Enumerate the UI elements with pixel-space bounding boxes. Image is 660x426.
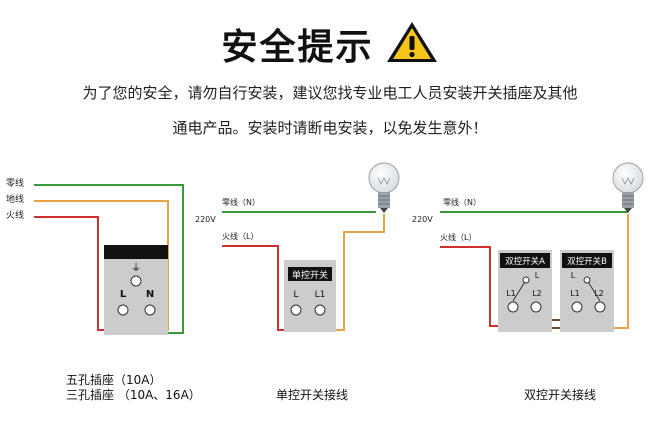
single-bulb-icon [368, 162, 400, 213]
socket-ground-label: 地线 [6, 193, 24, 205]
page-title: 安全提示 [221, 27, 374, 68]
socket-terminal-n [144, 304, 156, 316]
title-row: 安全提示 [0, 18, 660, 70]
single-neutral-label: 零线（N） [222, 197, 260, 207]
socket-terminal-l [117, 304, 129, 316]
switch-b-terminal-l-label: L [571, 271, 576, 280]
switch-b-label-bg [562, 253, 612, 268]
switch-a-terminal-l-label: L [535, 271, 540, 280]
single-terminal-l [290, 304, 302, 316]
single-terminal-l-label: L [293, 290, 298, 300]
socket-caption-2: 三孔插座 （10A、16A） [66, 388, 201, 402]
switch-b-contact-lever [586, 279, 601, 302]
socket-box [104, 245, 168, 335]
single-switch-caption: 单控开关接线 [276, 388, 349, 402]
single-terminal-l1 [314, 304, 326, 316]
double-bulb-icon [612, 162, 644, 213]
switch-a-label: 双控开关A [505, 256, 545, 267]
switch-a-contact-lever [512, 279, 527, 302]
socket-terminal-n-label: N [146, 289, 154, 300]
switch-b-terminal-l1 [571, 301, 583, 313]
switch-a-terminal-l2-label: L2 [532, 289, 542, 298]
double-neutral-label: 零线（N） [443, 197, 481, 207]
single-voltage-label: 220V [195, 215, 216, 224]
single-switch-label-bg [288, 267, 332, 281]
switch-b-label: 双控开关B [567, 256, 607, 267]
socket-ground-terminal [130, 275, 142, 287]
switch-b-terminal-l2-label: L2 [594, 289, 604, 298]
switch-a-terminal-l1 [507, 301, 519, 313]
single-switch-diagram: 零线（N） 220V 火线（L） 单控开关 L L1 [195, 162, 400, 332]
switch-b-terminal-l1-label: L1 [570, 289, 580, 298]
switch-b-terminal-l2 [594, 301, 606, 313]
switch-b-pivot [583, 276, 591, 284]
switch-a-label-bg [500, 253, 550, 268]
socket-caption-1: 五孔插座（10A） [66, 373, 162, 387]
warning-triangle-icon [385, 19, 439, 69]
socket-live-label: 火线 [6, 209, 24, 221]
safety-notice-line-1: 为了您的安全，请勿自行安装，建议您找专业电工人员安装开关插座及其他 [82, 84, 578, 102]
double-live-label: 火线（L） [440, 232, 476, 242]
switch-a-pivot [522, 276, 530, 284]
safety-notice-line-2: 通电产品。安装时请断电安装，以免发生意外！ [172, 119, 488, 137]
switch-a-terminal-l1-label: L1 [506, 289, 516, 298]
single-live-label: 火线（L） [222, 231, 258, 241]
double-voltage-label: 220V [412, 215, 433, 224]
socket-terminal-l-label: L [120, 289, 127, 300]
double-switch-caption: 双控开关接线 [524, 388, 597, 402]
double-switch-diagram: 零线（N） 220V 火线（L） 双控开关A L L1 L2 [412, 162, 644, 332]
wiring-diagrams: 零线 地线 火线 ⏚ L N 零线（N） 220V 火线（L） [6, 162, 644, 335]
single-switch-label: 单控开关 [292, 269, 328, 281]
single-terminal-l1-label: L1 [315, 290, 326, 300]
switch-a-terminal-l2 [530, 301, 542, 313]
ground-symbol-icon: ⏚ [131, 262, 141, 274]
socket-diagram: 零线 地线 火线 ⏚ L N [6, 177, 184, 335]
socket-neutral-label: 零线 [6, 177, 24, 189]
socket-top-bar [104, 245, 168, 259]
